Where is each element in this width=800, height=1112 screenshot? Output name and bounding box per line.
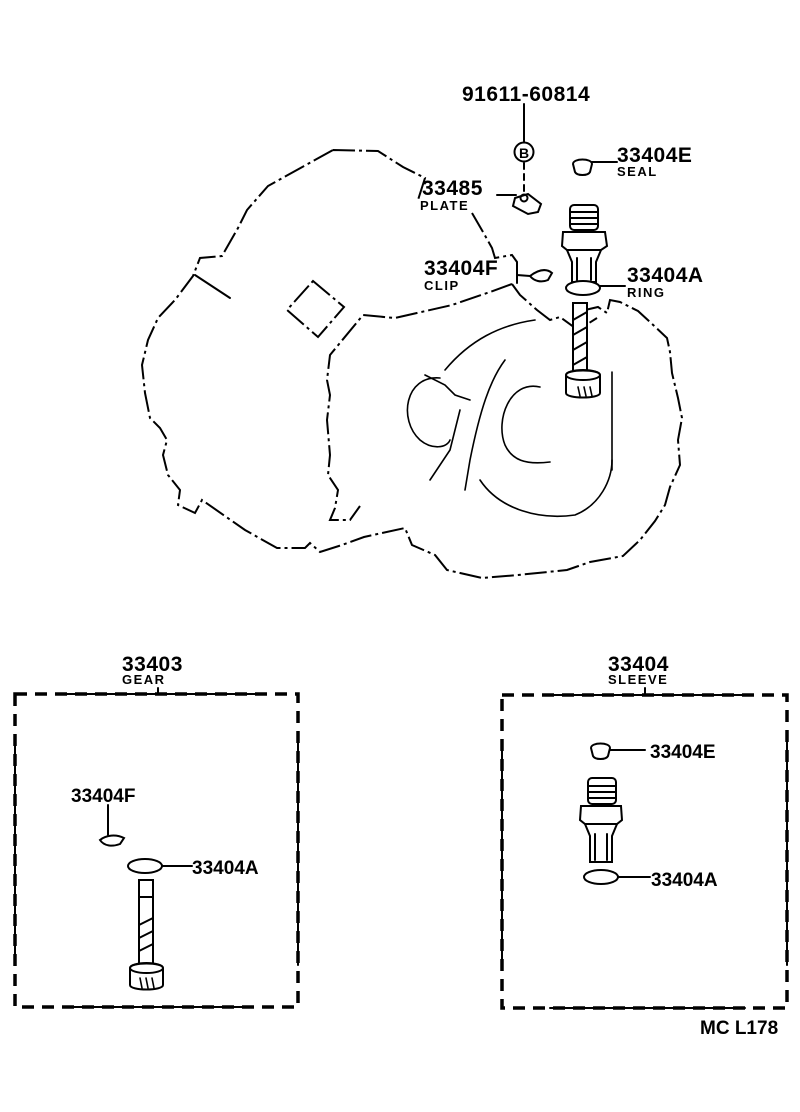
bore-arc-lower [479,459,613,518]
callout-33404E: 33404E [617,144,692,167]
label-ring: RING [627,285,666,300]
kit-gear-name: GEAR [122,672,166,687]
plate-hole [519,193,529,203]
kit-gear-item-33404F: 33404F [71,786,135,807]
kit-gear-border [13,692,300,1009]
drive-gear-installed [565,302,601,399]
kit-sleeve-part-no: 33404 [608,653,669,676]
bore-ring-mid [501,385,551,464]
plate-to-housing-leader [471,212,518,283]
kit-sleeve-seal-icon [589,742,612,760]
housing-tab [194,274,231,299]
kit-sleeve-border [500,693,789,1010]
kit-gear-part-no: 33403 [122,653,183,676]
callout-33485: 33485 [422,177,483,200]
kit-gear-box: 33403 GEAR 33404F 33404A [13,653,300,1009]
kit-sleeve-body-icon [578,777,624,863]
callout-91611-60814: 91611-60814 [462,83,590,106]
sleeve-part-icon [560,204,609,283]
kit-gear-item-33404A: 33404A [192,858,259,879]
callout-33404A: 33404A [627,264,704,287]
bore-ring-left [406,377,451,448]
label-seal: SEAL [617,164,658,179]
kit-gear-ring-icon [127,858,163,874]
kit-sleeve-item-33404A: 33404A [651,870,718,891]
transmission-housing [140,149,684,580]
kit-sleeve-ring-icon [583,869,619,885]
kit-gear-shaft-icon [129,879,164,991]
kit-sleeve-box: 33404 SLEEVE 33404E 33404A [500,653,789,1010]
clip-part-icon [528,269,554,283]
case-face-outline [325,283,598,521]
kit-gear-clip-icon [98,834,126,847]
ring-part-icon [565,280,601,296]
inner-contour-1 [424,319,536,481]
housing-window [285,279,346,339]
symbol-b: B [519,145,529,161]
seal-part-icon [571,158,594,176]
kit-sleeve-item-33404E: 33404E [650,742,716,763]
inner-contour-2 [464,359,613,491]
label-plate: PLATE [420,198,469,213]
housing-outer-outline [140,149,684,580]
diagram-reference-code: MC L178 [700,1018,778,1039]
circle-b-icon [513,141,535,163]
bolt-symbol-b: B [513,141,535,163]
leader-33404F [516,265,531,284]
callout-33404F: 33404F [424,257,498,280]
label-clip: CLIP [424,278,460,293]
kit-sleeve-name: SLEEVE [608,672,668,687]
